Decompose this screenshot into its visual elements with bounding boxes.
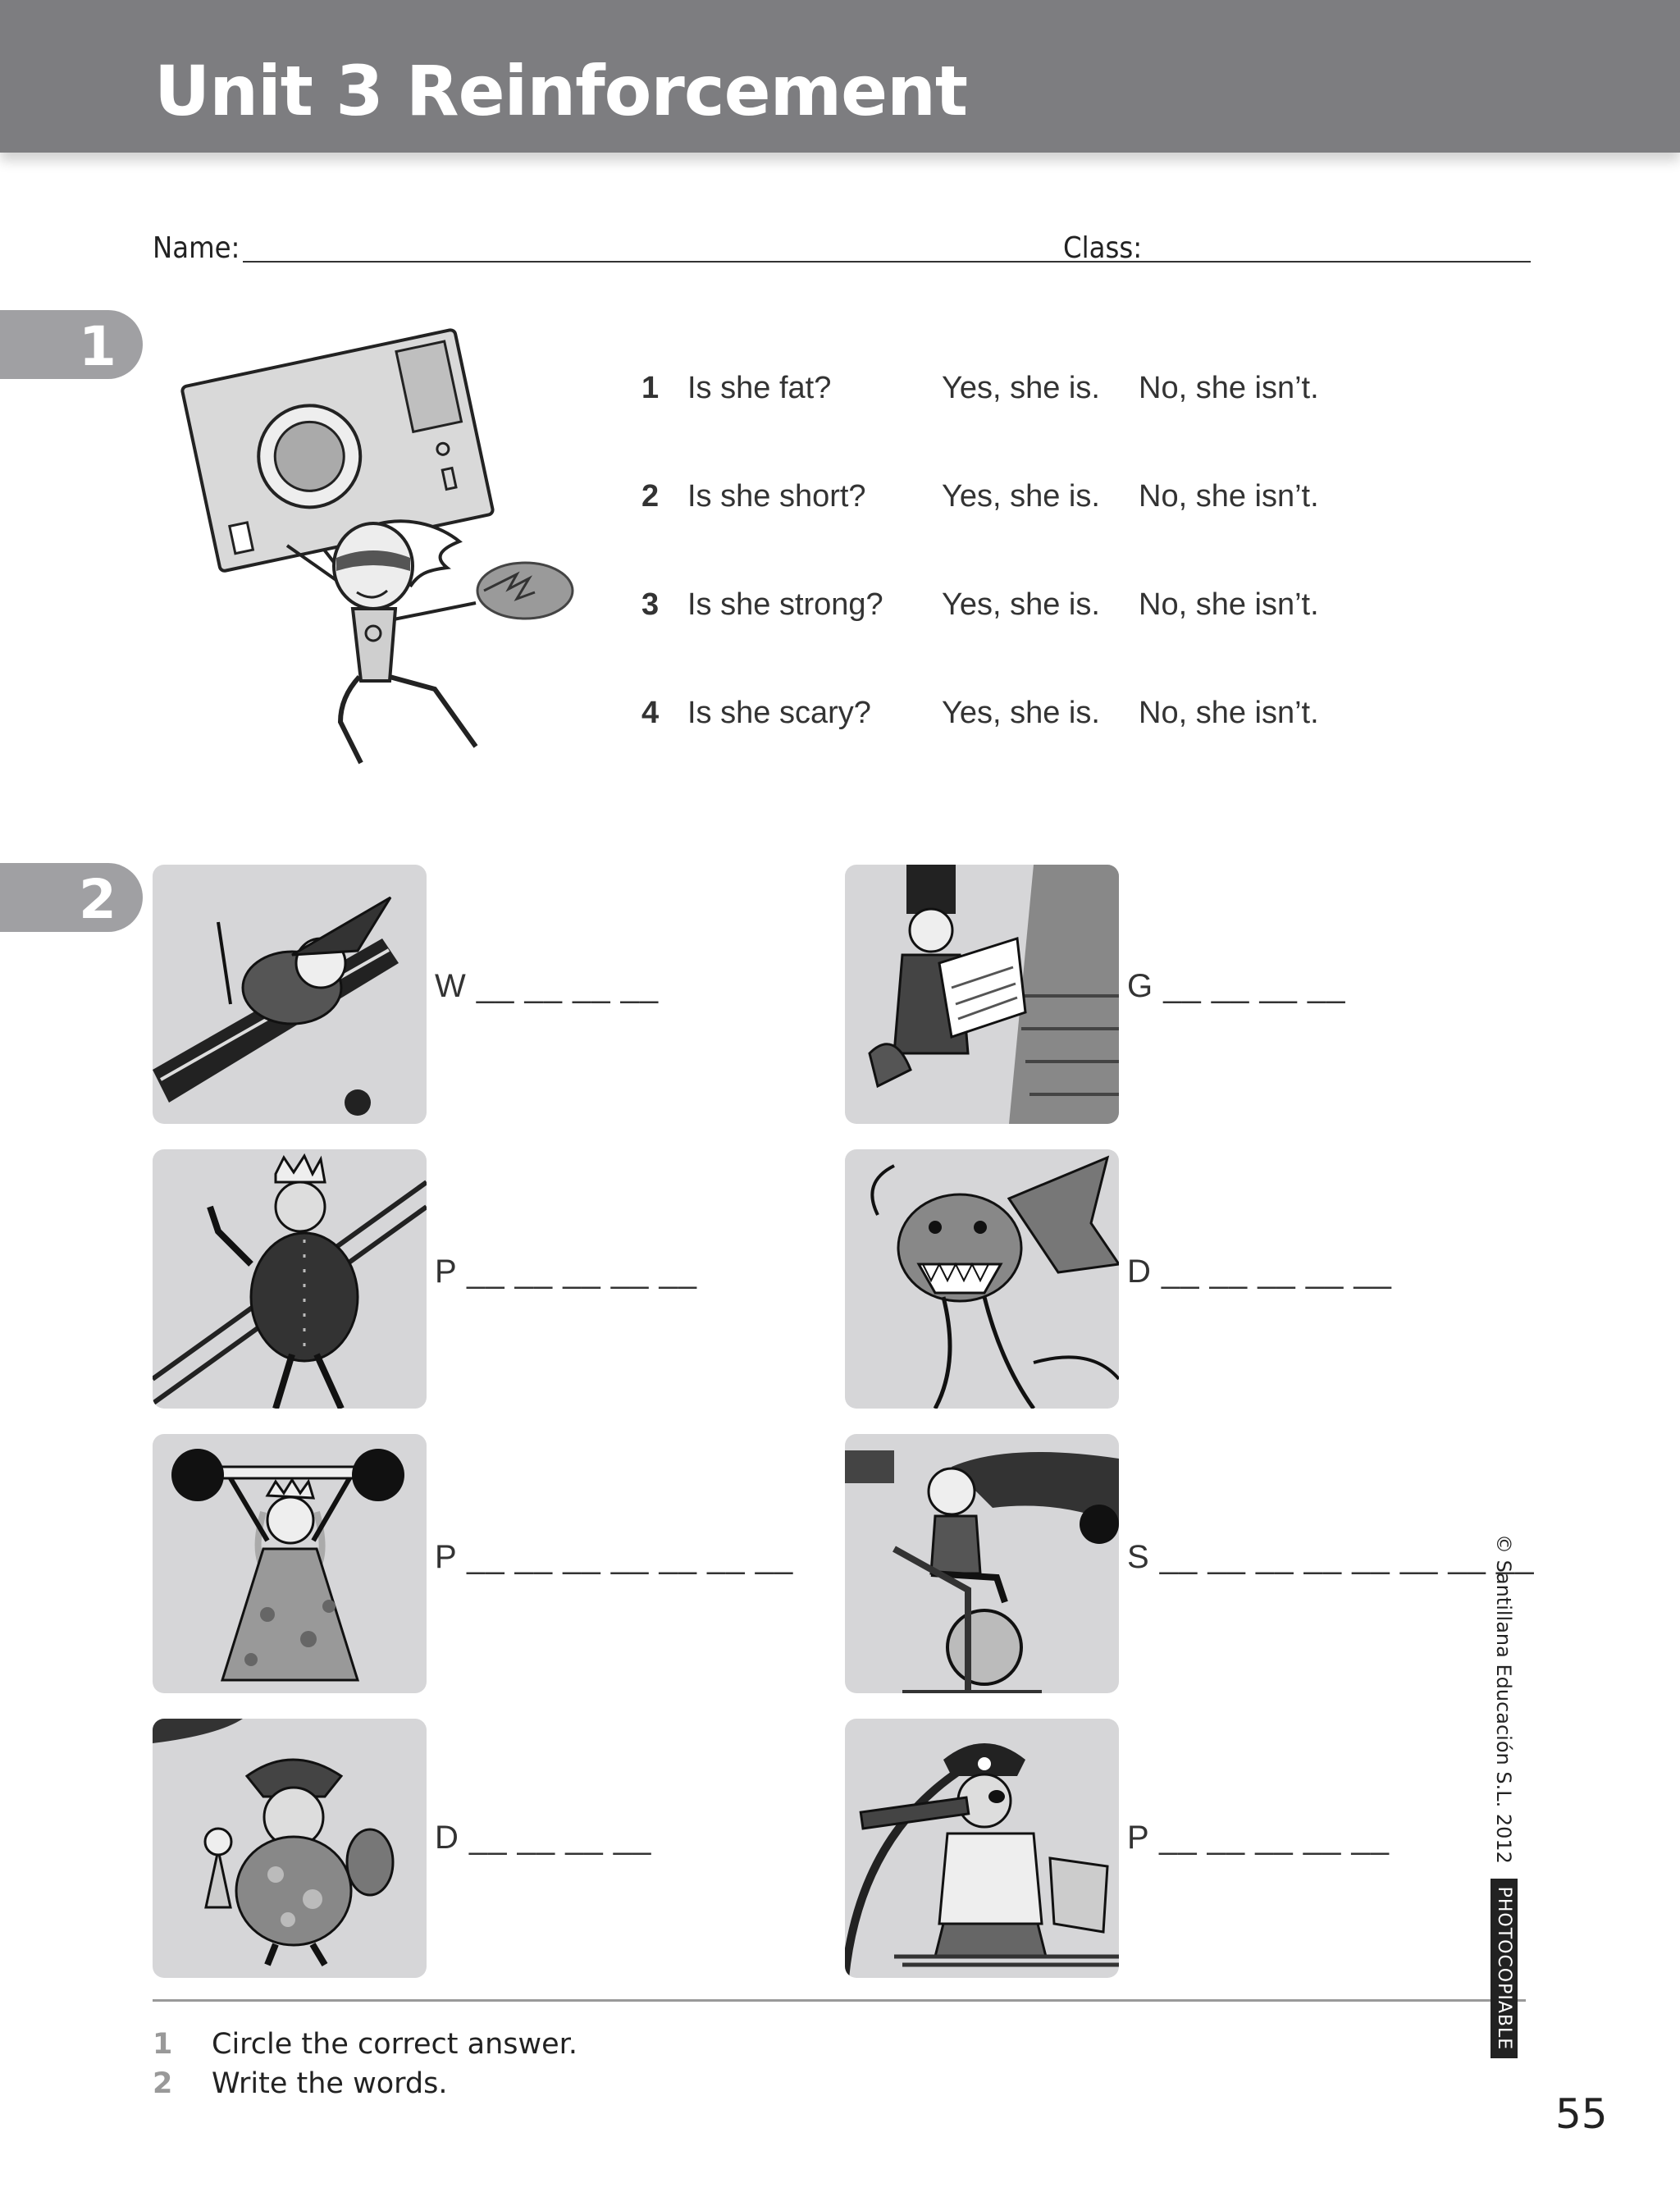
pirate-picture <box>845 1719 1119 1978</box>
name-class-row: Name: Class: <box>153 231 1531 281</box>
class-label: Class: <box>1063 231 1143 265</box>
answer-yes[interactable]: Yes, she is. <box>942 696 1100 730</box>
question-text: Is she fat? <box>687 371 832 405</box>
dragon-picture <box>845 1149 1119 1409</box>
answer-no[interactable]: No, she isn’t. <box>1139 479 1319 514</box>
section-tab-2: 2 <box>0 863 143 932</box>
dwarf-picture <box>153 1719 427 1978</box>
class-field[interactable] <box>1145 261 1531 263</box>
photocopiable-badge: PHOTOCOPIABLE <box>1491 1878 1518 2059</box>
princess-picture <box>153 1434 427 1693</box>
superhero-illustration <box>180 328 574 765</box>
name-label: Name: <box>153 231 240 265</box>
name-field[interactable] <box>243 261 1194 263</box>
question-number: 1 <box>641 371 660 405</box>
section-number: 1 <box>79 315 116 378</box>
question-number: 4 <box>641 696 660 730</box>
copyright-sidebar: © Santillana Educación S.L. 2012 PHOTOCO… <box>1481 1534 1518 2108</box>
answer-no[interactable]: No, she isn’t. <box>1139 371 1319 405</box>
instruction-1: 1 Circle the correct answer. <box>153 2028 578 2061</box>
instruction-text: Circle the correct answer. <box>212 2028 578 2061</box>
header-bar: Unit 3 Reinforcement <box>0 0 1680 153</box>
witch-picture <box>153 865 427 1124</box>
answer-no[interactable]: No, she isn’t. <box>1139 696 1319 730</box>
question-number: 3 <box>641 587 660 622</box>
section-number: 2 <box>79 868 116 931</box>
word-blank[interactable]: S __ __ __ __ __ __ __ __ <box>1127 1539 1535 1575</box>
word-blank[interactable]: W __ __ __ __ <box>435 968 660 1004</box>
instruction-number: 2 <box>153 2067 173 2100</box>
copyright-text: © Santillana Educación S.L. 2012 <box>1492 1534 1516 1864</box>
answer-yes[interactable]: Yes, she is. <box>942 479 1100 514</box>
page-number: 55 <box>1555 2090 1608 2138</box>
question-number: 2 <box>641 479 660 514</box>
question-text: Is she short? <box>687 479 866 514</box>
instruction-number: 1 <box>153 2028 173 2061</box>
answer-no[interactable]: No, she isn’t. <box>1139 587 1319 622</box>
word-blank[interactable]: G __ __ __ __ <box>1127 968 1346 1004</box>
answer-yes[interactable]: Yes, she is. <box>942 371 1100 405</box>
superhero-bike-picture <box>845 1434 1119 1693</box>
word-blank[interactable]: D __ __ __ __ __ <box>1127 1254 1392 1290</box>
instruction-text: Write the words. <box>212 2067 448 2100</box>
page-title: Unit 3 Reinforcement <box>154 51 968 131</box>
section-tab-1: 1 <box>0 310 143 379</box>
answer-yes[interactable]: Yes, she is. <box>942 587 1100 622</box>
word-blank[interactable]: P __ __ __ __ __ <box>1127 1820 1390 1856</box>
word-blank[interactable]: P __ __ __ __ __ <box>435 1254 697 1290</box>
question-text: Is she strong? <box>687 587 883 622</box>
king-picture <box>153 1149 427 1409</box>
word-blank[interactable]: D __ __ __ __ <box>435 1820 652 1856</box>
gentleman-picture <box>845 865 1119 1124</box>
question-text: Is she scary? <box>687 696 871 730</box>
word-blank[interactable]: P __ __ __ __ __ __ __ <box>435 1539 794 1575</box>
footer-divider <box>153 1999 1526 2002</box>
instruction-2: 2 Write the words. <box>153 2067 448 2100</box>
